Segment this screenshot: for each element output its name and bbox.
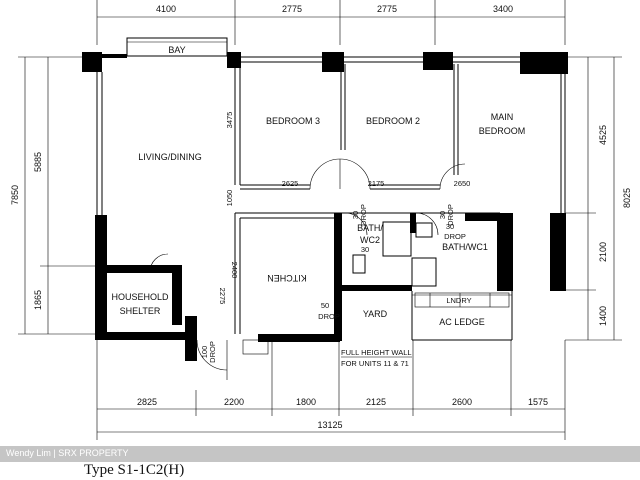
top-dim-1: 4100 bbox=[156, 4, 176, 14]
bath-wc1-label: BATH/WC1 bbox=[442, 242, 488, 252]
note-line-2: FOR UNITS 11 & 71 bbox=[341, 359, 409, 368]
dim-bed2-width: 2175 bbox=[368, 179, 385, 188]
main-bedroom-label-1: MAIN bbox=[491, 112, 514, 122]
shelter-label-1: HOUSEHOLD bbox=[111, 292, 169, 302]
ac-ledge-label: AC LEDGE bbox=[439, 317, 485, 327]
walls bbox=[82, 37, 568, 361]
door-swings bbox=[149, 158, 466, 380]
left-dim-upper: 5885 bbox=[33, 152, 43, 172]
bath-wc2-label-2: WC2 bbox=[360, 235, 380, 245]
drop2-text: DROP bbox=[446, 204, 455, 226]
laundry-label: LNDRY bbox=[446, 296, 471, 305]
drop1-text: DROP bbox=[359, 204, 368, 226]
room-labels: BAY LIVING/DINING BEDROOM 3 BEDROOM 2 MA… bbox=[111, 45, 525, 327]
dim-bedroom3-depth: 3475 bbox=[225, 112, 234, 129]
top-dim-2: 2775 bbox=[282, 4, 302, 14]
dim-bed3-width: 2625 bbox=[282, 179, 299, 188]
bottom-dim-1: 2825 bbox=[137, 397, 157, 407]
right-dim-3: 1400 bbox=[598, 306, 608, 326]
photo-credit: Wendy Lim | SRX PROPERTY bbox=[6, 448, 129, 458]
bottom-dim-4: 2125 bbox=[366, 397, 386, 407]
bath-wc2-label-1: BATH/ bbox=[357, 223, 383, 233]
drop4-value: 30 bbox=[446, 222, 454, 231]
total-width-dim: 13125 bbox=[317, 420, 342, 430]
bedroom3-label: BEDROOM 3 bbox=[266, 116, 320, 126]
note-line-1: FULL HEIGHT WALL bbox=[341, 348, 412, 357]
left-dim-overall: 7850 bbox=[10, 185, 20, 205]
left-dim-lower: 1865 bbox=[33, 290, 43, 310]
left-dimension-chain: 7850 5885 1865 bbox=[10, 56, 97, 335]
interior-dimensions: 3475 1050 2400 2275 2625 2175 2650 bbox=[218, 112, 470, 305]
right-dim-2: 2100 bbox=[598, 242, 608, 262]
top-dim-4: 3400 bbox=[493, 4, 513, 14]
drop2-value: 30 bbox=[438, 211, 447, 219]
main-bedroom-label-2: BEDROOM bbox=[479, 126, 526, 136]
top-dim-3: 2775 bbox=[377, 4, 397, 14]
right-dim-overall: 8025 bbox=[622, 188, 632, 208]
dim-kitchen-side: 2275 bbox=[218, 288, 227, 305]
drop4-text: DROP bbox=[444, 232, 466, 241]
dim-kitchen-depth: 2400 bbox=[230, 262, 239, 279]
wall-note: FULL HEIGHT WALL FOR UNITS 11 & 71 bbox=[341, 348, 412, 368]
living-dining-label: LIVING/DINING bbox=[138, 152, 202, 162]
shelter-label-2: SHELTER bbox=[120, 306, 161, 316]
drop6-text: DROP bbox=[208, 341, 217, 363]
bay-label: BAY bbox=[168, 45, 185, 55]
drop5-value: 50 bbox=[321, 301, 329, 310]
drop6-value: 100 bbox=[200, 346, 209, 359]
dim-corridor: 1050 bbox=[225, 190, 234, 207]
drop3-value: 30 bbox=[361, 245, 369, 254]
right-dim-1: 4525 bbox=[598, 125, 608, 145]
kitchen-label: KITCHEN bbox=[267, 273, 307, 283]
right-dimension-chain: 8025 4525 2100 1400 bbox=[565, 56, 632, 341]
bottom-dim-3: 1800 bbox=[296, 397, 316, 407]
drop1-value: 30 bbox=[351, 211, 360, 219]
bottom-dim-2: 2200 bbox=[224, 397, 244, 407]
bedroom2-label: BEDROOM 2 bbox=[366, 116, 420, 126]
drop-annotations: 30 DROP 30 DROP 30 30 DROP 50 DROP 100 D… bbox=[200, 204, 466, 363]
unit-type-title: Type S1-1C2(H) bbox=[84, 462, 185, 478]
yard-label: YARD bbox=[363, 309, 388, 319]
photo-credit-bar: Wendy Lim | SRX PROPERTY bbox=[0, 446, 640, 462]
drop5-text: DROP bbox=[318, 312, 340, 321]
bottom-dim-6: 1575 bbox=[528, 397, 548, 407]
top-dimension-chain: 4100 2775 2775 3400 bbox=[96, 0, 566, 45]
bottom-dim-5: 2600 bbox=[452, 397, 472, 407]
dim-bath-width: 2650 bbox=[454, 179, 471, 188]
bottom-dimension-chain: 2825 2200 1800 2125 2600 1575 13125 bbox=[96, 340, 566, 440]
